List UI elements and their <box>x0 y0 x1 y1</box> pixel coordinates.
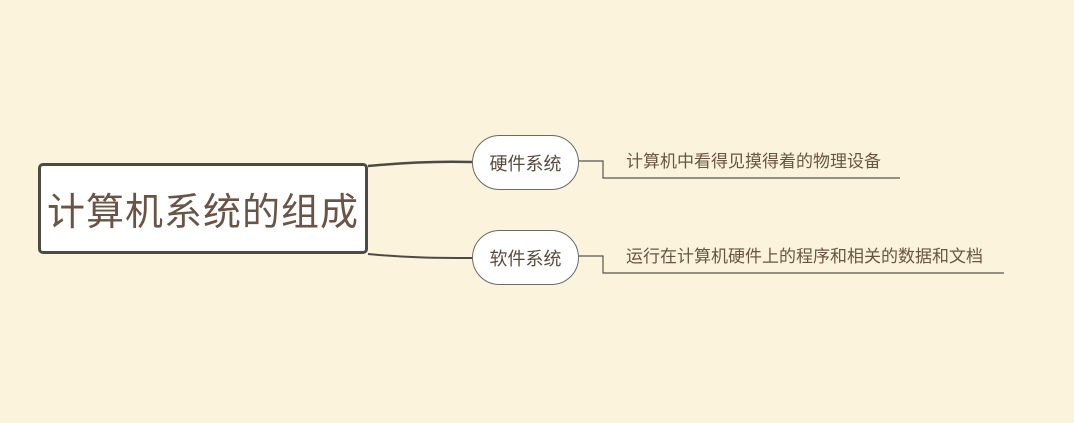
topic-software-system[interactable]: 软件系统 <box>472 230 579 285</box>
root-topic[interactable]: 计算机系统的组成 <box>38 163 368 254</box>
subtopic-software-label: 运行在计算机硬件上的程序和相关的数据和文档 <box>626 247 983 267</box>
topic-software-label: 软件系统 <box>489 248 562 270</box>
topic-hardware-label: 硬件系统 <box>489 153 562 175</box>
connector-root-software <box>367 253 473 259</box>
connector-root-hardware <box>367 160 473 168</box>
connector-hardware-detail <box>579 160 900 179</box>
subtopic-hardware-detail[interactable]: 计算机中看得见摸得着的物理设备 <box>626 152 881 172</box>
topic-hardware-system[interactable]: 硬件系统 <box>472 135 579 190</box>
connector-software-detail <box>579 255 1004 274</box>
root-topic-label: 计算机系统的组成 <box>46 190 359 234</box>
subtopic-software-detail[interactable]: 运行在计算机硬件上的程序和相关的数据和文档 <box>626 247 983 267</box>
subtopic-hardware-label: 计算机中看得见摸得着的物理设备 <box>626 152 881 172</box>
